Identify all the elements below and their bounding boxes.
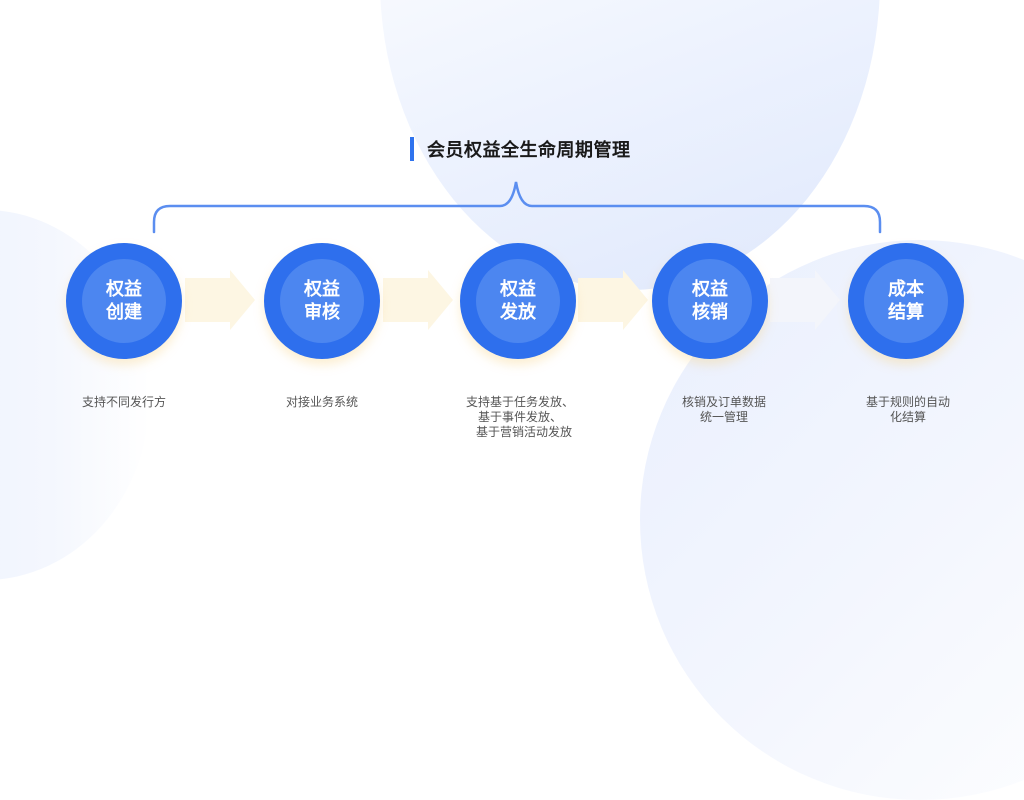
step-label: 权益: [304, 279, 340, 300]
description-line: 基于事件发放、: [477, 410, 562, 424]
step-label: 成本: [888, 279, 924, 300]
arrow-icon: [578, 270, 648, 330]
arrow-icon: [383, 270, 453, 330]
description-line: 统一管理: [699, 410, 748, 424]
step-label: 发放: [500, 302, 536, 323]
description-line: 支持基于任务发放、: [465, 395, 574, 409]
step-inner-circle: 权益 创建: [82, 259, 166, 343]
description-line: 核销及订单数据: [681, 395, 766, 409]
title-accent-bar: [410, 137, 414, 161]
step-label: 创建: [106, 302, 142, 323]
step-redeem: 权益 核销: [652, 243, 768, 359]
step-description: 基于规则的自动 化结算: [828, 395, 988, 425]
step-description: 支持基于任务发放、 基于事件发放、 基于营销活动发放: [440, 395, 600, 440]
step-issue: 权益 发放: [460, 243, 576, 359]
step-inner-circle: 权益 发放: [476, 259, 560, 343]
step-label: 审核: [304, 302, 340, 323]
step-inner-circle: 权益 审核: [280, 259, 364, 343]
step-description: 核销及订单数据 统一管理: [644, 395, 804, 425]
arrow-icon: [185, 270, 255, 330]
description-line: 对接业务系统: [285, 395, 358, 409]
diagram-header: 会员权益全生命周期管理: [410, 136, 631, 162]
step-inner-circle: 成本 结算: [864, 259, 948, 343]
step-review: 权益 审核: [264, 243, 380, 359]
description-line: 基于规则的自动: [865, 395, 950, 409]
step-description: 支持不同发行方: [44, 395, 204, 410]
step-settle: 成本 结算: [848, 243, 964, 359]
step-inner-circle: 权益 核销: [668, 259, 752, 343]
step-description: 对接业务系统: [242, 395, 402, 410]
step-label: 权益: [500, 279, 536, 300]
diagram-title: 会员权益全生命周期管理: [427, 140, 631, 161]
description-line: 支持不同发行方: [81, 395, 166, 409]
step-label: 权益: [106, 279, 142, 300]
step-create: 权益 创建: [66, 243, 182, 359]
step-label: 权益: [692, 279, 728, 300]
description-line: 化结算: [889, 410, 926, 424]
description-line: 基于营销活动发放: [475, 425, 572, 439]
arrow-icon: [770, 270, 840, 330]
step-label: 核销: [692, 302, 728, 323]
step-label: 结算: [888, 302, 924, 323]
grouping-brace: [152, 181, 882, 234]
